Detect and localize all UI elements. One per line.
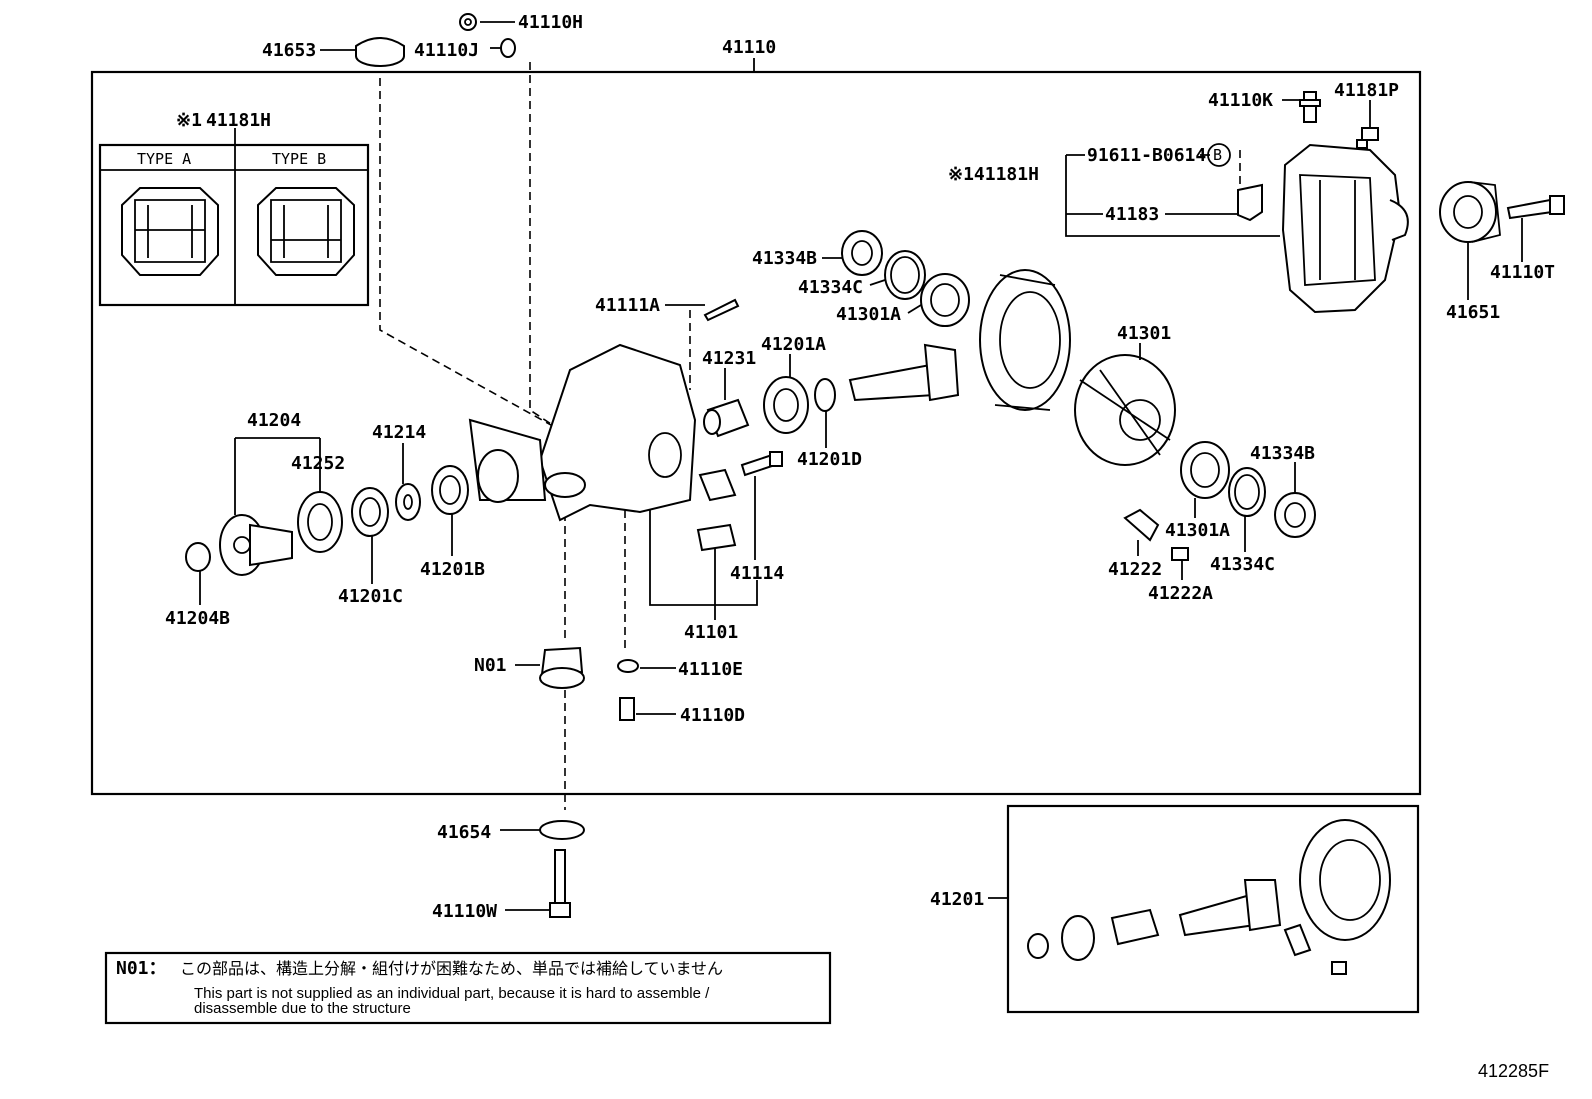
label-circle-b: B [1213,146,1222,164]
part-41252-icon [297,491,343,553]
label-41301a-upper: 41301A [836,304,901,325]
part-41651-icon [1439,181,1501,243]
part-41334c-upper-icon [884,250,926,300]
label-41222: 41222 [1108,559,1162,580]
part-ring-gear-icon [979,269,1071,411]
label-41201c: 41201C [338,586,403,607]
part-41183-icon [1237,183,1263,222]
label-41301: 41301 [1117,323,1171,344]
label-91611: 91611-B0614 [1087,145,1206,166]
label-41301a-lower: 41301A [1165,520,1230,541]
label-41181p: 41181P [1334,80,1399,101]
part-41101-icon [696,468,737,552]
part-41201c-icon [351,487,389,537]
label-41204: 41204 [247,410,301,431]
label-41334b-upper: 41334B [752,248,817,269]
label-41651: 41651 [1446,302,1500,323]
label-41252: 41252 [291,453,345,474]
label-41204b: 41204B [165,608,230,629]
part-41334b-lower-icon [1274,492,1316,538]
part-41222a-icon [1171,547,1189,561]
label-41334c-lower: 41334C [1210,554,1275,575]
part-41110h-icon [459,13,477,31]
label-n01: N01 [474,655,507,676]
part-41222-icon [1123,508,1160,542]
part-pinion-icon [848,343,960,402]
part-41201a-icon [763,376,809,434]
diagram-code: 412285F [1478,1061,1549,1081]
label-41654: 41654 [437,822,491,843]
label-41653: 41653 [262,40,316,61]
label-41201b: 41201B [420,559,485,580]
label-41231: 41231 [702,348,756,369]
label-41111a: 41111A [595,295,660,316]
part-41204b-icon [185,542,211,572]
part-41110w-icon [549,849,571,918]
label-41201d: 41201D [797,449,862,470]
part-41214-icon [395,483,421,521]
inset-41201-parts-icon [1027,819,1391,975]
label-41110: 41110 [722,37,776,58]
part-rear-cover-icon [1281,143,1409,314]
label-41222a: 41222A [1148,583,1213,604]
label-41110h: 41110H [518,12,583,33]
label-41334b-lower: 41334B [1250,443,1315,464]
part-41654-icon [539,820,585,840]
label-41201: 41201 [930,889,984,910]
part-41111a-icon [703,298,740,322]
label-41183: 41183 [1105,204,1159,225]
main-frame [90,70,1422,796]
inset-41201-frame [1006,804,1420,1014]
part-41110t-icon [1506,195,1565,220]
part-41181p-icon [1356,127,1379,149]
part-41204-icon [219,514,293,576]
label-41181h-prefix: ※1 [176,110,202,131]
label-41110t: 41110T [1490,262,1555,283]
part-41110d-icon [619,697,635,721]
part-41110e-icon [617,659,639,673]
part-41110j-icon [500,38,516,58]
note-english-line2: disassemble due to the structure [194,1000,411,1017]
part-41301-icon [1074,354,1176,466]
label-41110e: 41110E [678,659,743,680]
part-41334c-lower-icon [1228,467,1266,517]
label-41110k: 41110K [1208,90,1273,111]
part-41301a-lower-icon [1180,441,1230,499]
cover-type-b-icon [257,187,355,276]
part-41201b-icon [431,465,469,515]
type-inset [98,128,370,307]
circle-b-icon [1207,143,1231,167]
label-41110j: 41110J [414,40,479,61]
label-41114: 41114 [730,563,784,584]
part-41653-icon [355,37,405,67]
label-41110w: 41110W [432,901,497,922]
label-41110d: 41110D [680,705,745,726]
part-carrier-housing-icon [468,343,697,522]
label-41181h-top: 41181H [206,110,271,131]
cover-type-a-icon [121,187,219,276]
label-type-a: TYPE A [137,150,191,168]
part-41301a-upper-icon [920,273,970,327]
part-41201d-icon [814,378,836,412]
note-japanese: この部品は、構造上分解・組付けが困難なため、単品では補給していません [180,959,723,978]
part-41110k-icon [1299,91,1321,123]
label-41181h-note: ※141181H [948,164,1039,185]
label-type-b: TYPE B [272,150,326,168]
note-box [104,951,832,1025]
note-code: N01： [116,958,167,979]
label-41334c-upper: 41334C [798,277,863,298]
label-41214: 41214 [372,422,426,443]
label-41101: 41101 [684,622,738,643]
part-41231-icon [703,398,750,438]
label-41201a: 41201A [761,334,826,355]
note-english-line1: This part is not supplied as an individu… [194,985,710,1002]
part-41114-icon [740,451,783,477]
part-n01-icon [539,646,585,689]
part-41334b-upper-icon [841,230,883,276]
